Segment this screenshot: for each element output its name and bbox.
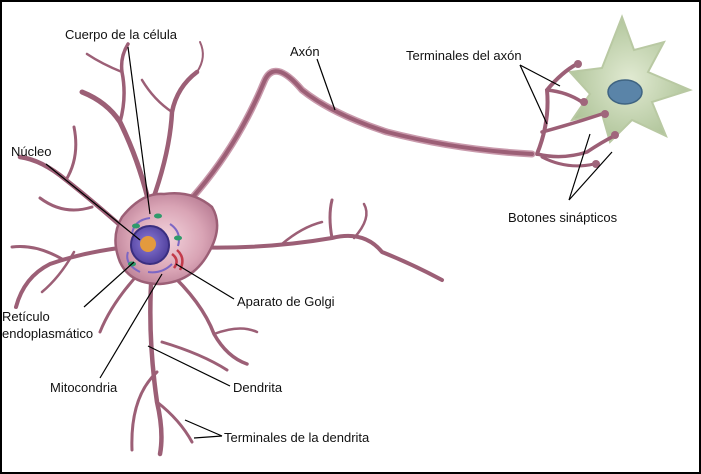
target-cell — [567, 14, 693, 144]
leader-synaptic-1 — [568, 133, 591, 201]
label-er-line1: Retículo — [2, 309, 50, 324]
label-dendrite-terminals: Terminales de la dendrita — [224, 430, 370, 445]
label-axon-terminals: Terminales del axón — [406, 48, 522, 63]
leader-axon-terminal-2 — [519, 64, 561, 87]
mitochondrion — [132, 223, 140, 229]
label-mitochondria: Mitocondria — [50, 380, 118, 395]
leader-dendrite — [147, 345, 231, 387]
leader-er — [83, 261, 135, 308]
target-cell-nucleus — [607, 79, 643, 105]
leader-synaptic-2 — [568, 151, 613, 201]
leader-axon-terminal-1 — [519, 64, 548, 125]
label-nucleus: Núcleo — [11, 144, 52, 159]
label-er-line2: endoplasmático — [2, 326, 94, 341]
leader-axon — [316, 58, 336, 111]
leader-golgi — [175, 263, 235, 300]
label-synaptic-buttons: Botones sinápticos — [508, 210, 618, 225]
cell-body — [114, 192, 219, 286]
leader-lines — [45, 46, 613, 439]
label-dendrite: Dendrita — [233, 380, 283, 395]
leader-nucleus — [45, 163, 141, 241]
leader-mitochondria — [99, 273, 163, 379]
leader-dendrite-terminals-2 — [193, 435, 223, 439]
label-golgi: Aparato de Golgi — [237, 294, 335, 309]
axon — [188, 67, 536, 202]
golgi-apparatus — [171, 249, 184, 271]
mitochondrion — [154, 213, 162, 219]
axon-terminal-branches — [535, 60, 619, 168]
target-cell-body — [567, 14, 693, 144]
label-cell-body: Cuerpo de la célula — [65, 27, 178, 42]
nucleolus — [140, 236, 156, 252]
leader-cell-body — [127, 46, 151, 215]
mitochondrion — [174, 235, 182, 241]
label-axon: Axón — [290, 44, 320, 59]
dendrites — [10, 41, 444, 457]
leader-dendrite-terminals-1 — [184, 419, 223, 437]
